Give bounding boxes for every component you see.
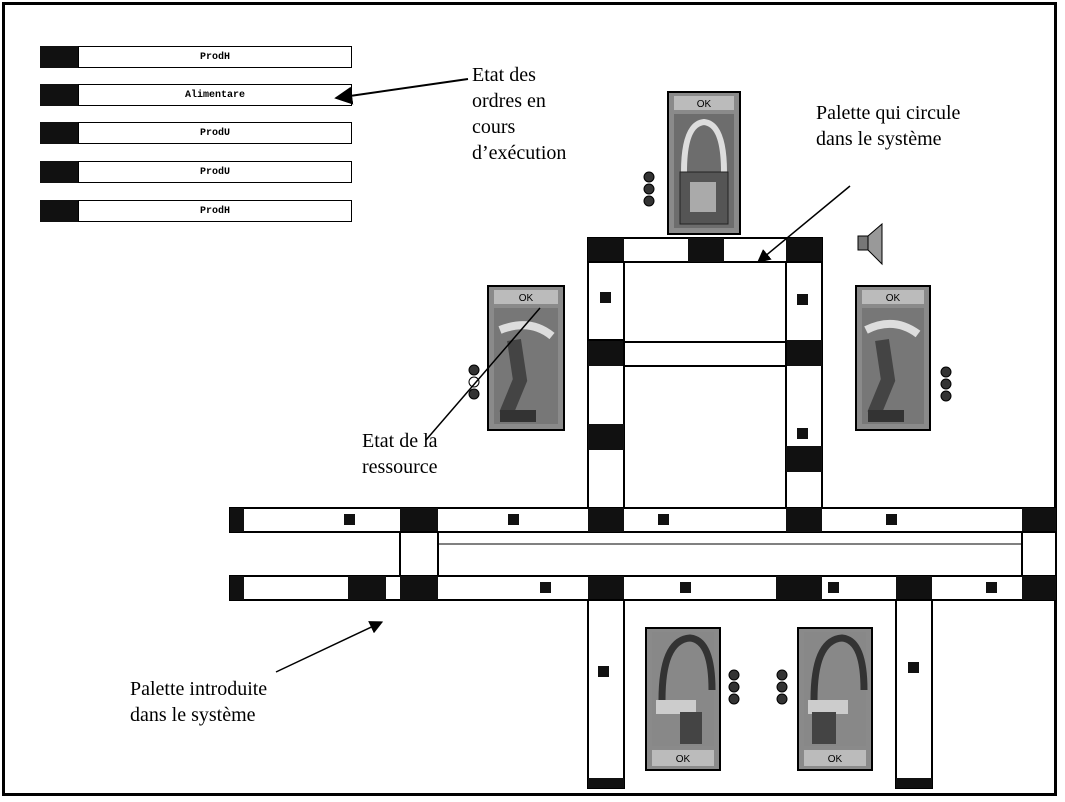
order-indicator — [40, 84, 78, 106]
resource-status-label: OK — [886, 293, 901, 304]
traffic-light-icon — [643, 171, 655, 207]
traffic-light-icon — [468, 364, 480, 400]
traffic-light-icon — [940, 366, 952, 402]
pallet-icon — [344, 514, 355, 525]
annotation-arrow — [425, 307, 541, 441]
pallet-icon — [797, 428, 808, 439]
annotation-arrow — [334, 78, 469, 105]
robot-arm-icon — [679, 118, 729, 225]
order-label: ProdH — [78, 46, 352, 68]
conveyor-branch-right — [895, 599, 933, 789]
robot-arm-icon — [656, 634, 716, 744]
pallet-icon — [598, 666, 609, 677]
conveyor-loop-left — [587, 261, 625, 509]
traffic-light-icon — [728, 669, 740, 705]
resource-panel-bottom-left[interactable]: OK — [645, 627, 721, 771]
pallet-icon — [886, 514, 897, 525]
pallet-icon — [680, 582, 691, 593]
resource-panel-right[interactable]: OK — [855, 285, 931, 431]
pallet-icon — [540, 582, 551, 593]
resource-status-label: OK — [828, 754, 843, 765]
order-label: Alimentare — [78, 84, 352, 106]
robot-arm-icon — [808, 634, 868, 744]
annotation-pallet-circulating: Palette qui circule dans le système — [816, 102, 961, 150]
order-row[interactable]: Alimentare — [40, 84, 352, 106]
order-row[interactable]: ProdH — [40, 46, 352, 68]
resource-status-label: OK — [697, 99, 712, 110]
order-row[interactable]: ProdH — [40, 200, 352, 222]
order-row[interactable]: ProdU — [40, 161, 352, 183]
traffic-light-icon — [776, 669, 788, 705]
annotation-arrow — [275, 621, 384, 673]
pallet-icon — [986, 582, 997, 593]
conveyor-main-upper — [229, 507, 1057, 533]
annotation-order-state: Etat des ordres en cours d’exécution — [472, 64, 567, 164]
annotation-arrow — [756, 185, 851, 263]
pallet-icon — [908, 662, 919, 673]
resource-status-label: OK — [519, 293, 534, 304]
conveyor-link-left — [399, 531, 439, 577]
annotation-pallet-introduced: Palette introduite dans le système — [130, 678, 268, 726]
order-indicator — [40, 200, 78, 222]
pallet-icon — [508, 514, 519, 525]
order-label: ProdU — [78, 161, 352, 183]
resource-panel-top[interactable]: OK — [667, 91, 741, 235]
conveyor-loop-middle — [623, 341, 787, 367]
pallet-icon — [658, 514, 669, 525]
conveyor-top — [587, 237, 823, 263]
conveyor-link-right — [1021, 531, 1057, 577]
order-row[interactable]: ProdU — [40, 122, 352, 144]
conveyor-main-lower — [229, 575, 1057, 601]
order-indicator — [40, 122, 78, 144]
resource-panel-left[interactable]: OK — [487, 285, 565, 431]
robot-arm-icon — [498, 321, 555, 422]
pallet-icon — [797, 294, 808, 305]
order-label: ProdU — [78, 122, 352, 144]
conveyor-loop-right — [785, 261, 823, 509]
pallet-icon — [828, 582, 839, 593]
order-indicator — [40, 161, 78, 183]
speaker-icon[interactable] — [857, 222, 883, 266]
order-label: ProdH — [78, 200, 352, 222]
resource-panel-bottom-right[interactable]: OK — [797, 627, 873, 771]
pallet-icon — [600, 292, 611, 303]
annotation-resource-state: Etat de la ressource — [362, 430, 438, 478]
resource-status-label: OK — [676, 754, 691, 765]
robot-arm-icon — [864, 320, 921, 422]
conveyor-branch-left — [587, 599, 625, 789]
order-indicator — [40, 46, 78, 68]
